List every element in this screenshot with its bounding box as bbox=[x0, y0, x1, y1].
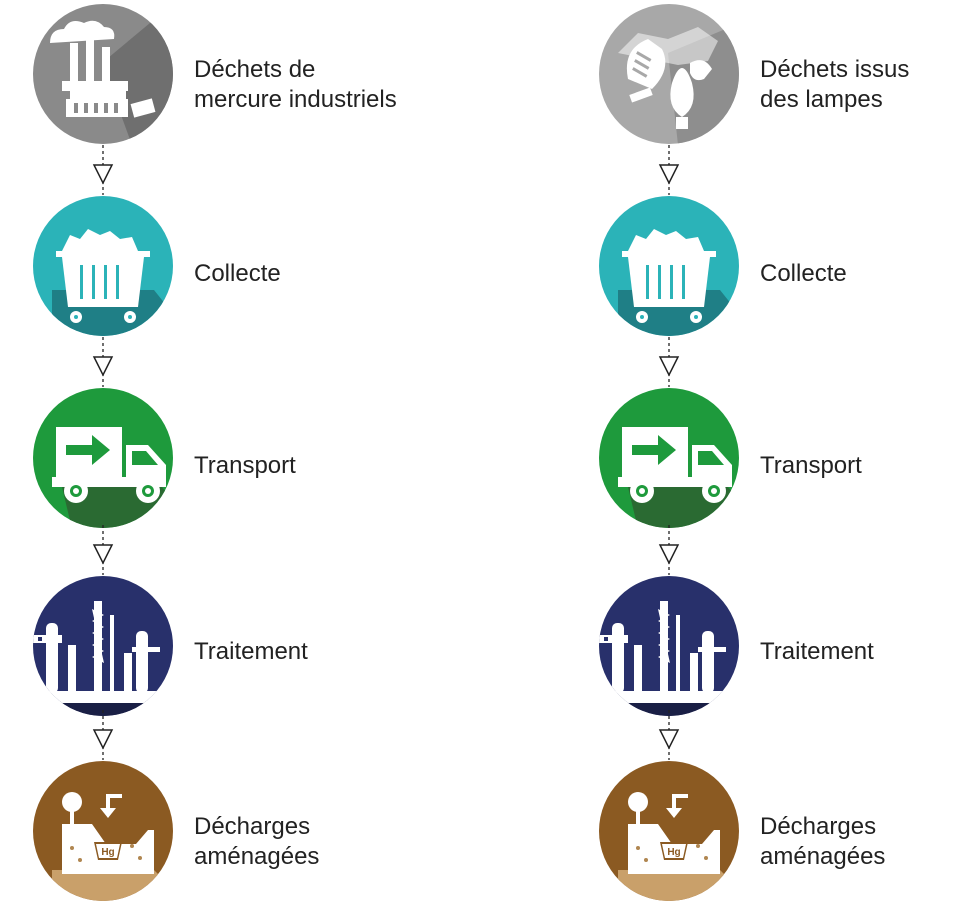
flow-arrow bbox=[88, 525, 118, 575]
lamp-bulbs-icon bbox=[598, 3, 740, 145]
step-label: Décharges aménagées bbox=[194, 813, 320, 870]
flow-arrow bbox=[654, 525, 684, 575]
landfill-icon: Hg bbox=[598, 760, 740, 902]
flow-arrow bbox=[654, 337, 684, 387]
step-traitement: Traitement bbox=[566, 575, 955, 725]
step-collecte: Collecte bbox=[0, 195, 420, 345]
flow-column-lamps: Déchets issus des lampes bbox=[566, 0, 955, 910]
step-label: Transport bbox=[194, 452, 296, 479]
step-traitement: Traitement bbox=[0, 575, 420, 725]
step-label: Transport bbox=[760, 452, 862, 479]
flow-arrow bbox=[88, 710, 118, 760]
step-label: Traitement bbox=[194, 638, 308, 665]
flow-arrow bbox=[88, 145, 118, 195]
treatment-plant-icon bbox=[598, 575, 740, 717]
treatment-plant-icon bbox=[32, 575, 174, 717]
flow-arrow bbox=[654, 710, 684, 760]
step-source-lamps: Déchets issus des lampes bbox=[566, 3, 955, 153]
step-label: Collecte bbox=[760, 260, 847, 287]
step-transport: Transport bbox=[566, 387, 955, 537]
hg-badge: Hg bbox=[101, 847, 114, 858]
dumpster-icon bbox=[32, 195, 174, 337]
truck-icon bbox=[32, 387, 174, 529]
step-transport: Transport bbox=[0, 387, 420, 537]
flow-arrow bbox=[654, 145, 684, 195]
step-collecte: Collecte bbox=[566, 195, 955, 345]
step-source-industrial: Déchets de mercure industriels bbox=[0, 3, 420, 153]
hg-badge: Hg bbox=[667, 847, 680, 858]
step-label: Collecte bbox=[194, 260, 281, 287]
step-decharges: Hg Décharges aménagées bbox=[0, 760, 420, 910]
factory-icon bbox=[32, 3, 174, 145]
flow-arrow bbox=[88, 337, 118, 387]
step-label: Déchets de mercure industriels bbox=[194, 56, 397, 113]
step-label: Traitement bbox=[760, 638, 874, 665]
landfill-icon: Hg bbox=[32, 760, 174, 902]
step-label: Déchets issus des lampes bbox=[760, 56, 910, 113]
dumpster-icon bbox=[598, 195, 740, 337]
flow-column-industrial: Déchets de mercure industriels bbox=[0, 0, 420, 910]
truck-icon bbox=[598, 387, 740, 529]
step-decharges: Hg Décharges aménagées bbox=[566, 760, 955, 910]
step-label: Décharges aménagées bbox=[760, 813, 886, 870]
